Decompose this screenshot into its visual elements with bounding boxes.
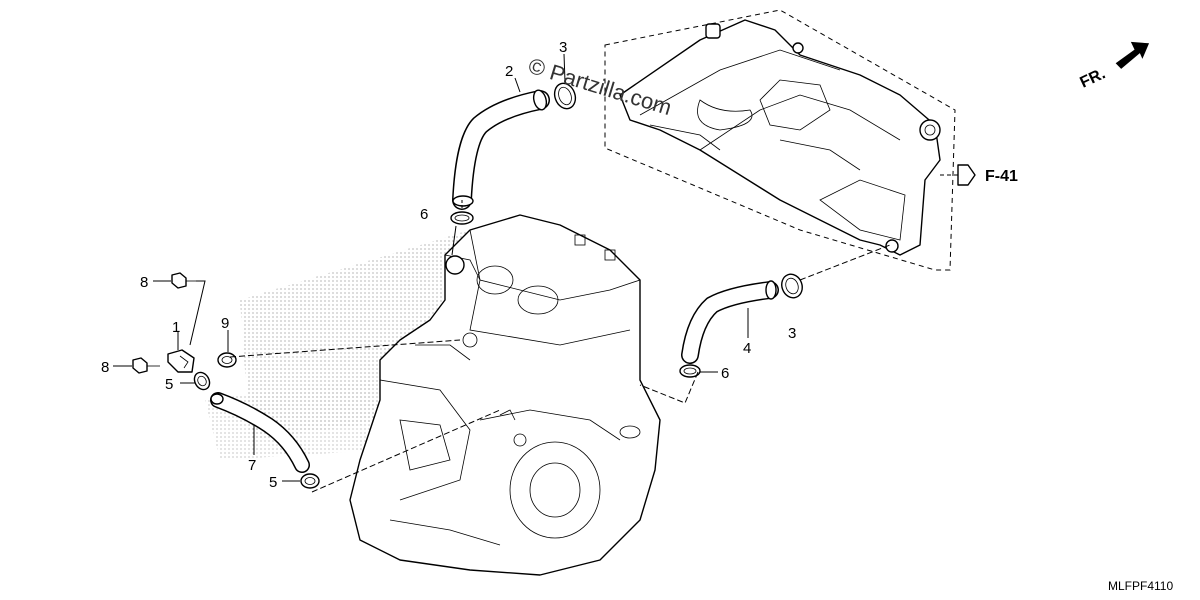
hose-7 xyxy=(210,392,310,473)
leader-lines xyxy=(113,53,960,493)
hose-2 xyxy=(452,89,550,210)
small-parts xyxy=(132,82,803,489)
reference-marker: F-41 xyxy=(957,164,1018,186)
callout-3-lower: 3 xyxy=(788,325,796,342)
callout-3-upper: 3 xyxy=(559,39,567,56)
callout-labels: 2 3 6 8 1 9 8 5 7 5 4 3 6 xyxy=(101,39,796,491)
frame-assembly xyxy=(619,19,941,256)
callout-5-upper: 5 xyxy=(165,376,173,393)
callout-8-lower: 8 xyxy=(101,359,109,376)
front-direction-marker: FR. xyxy=(1078,41,1150,92)
callout-7: 7 xyxy=(248,457,256,474)
reference-label: F-41 xyxy=(985,168,1018,185)
callout-6-lower: 6 xyxy=(721,365,729,382)
callout-5-lower: 5 xyxy=(269,474,277,491)
engine-block xyxy=(349,214,661,576)
callout-6-upper: 6 xyxy=(420,206,428,223)
diagram-code: MLFPF4110 xyxy=(1108,579,1173,593)
callout-8-upper: 8 xyxy=(140,274,148,291)
callout-4: 4 xyxy=(743,340,751,357)
callout-2: 2 xyxy=(505,63,513,80)
callout-9: 9 xyxy=(221,315,229,332)
callout-1: 1 xyxy=(172,319,180,336)
direction-label: FR. xyxy=(1078,65,1109,91)
hose-4 xyxy=(681,280,779,364)
